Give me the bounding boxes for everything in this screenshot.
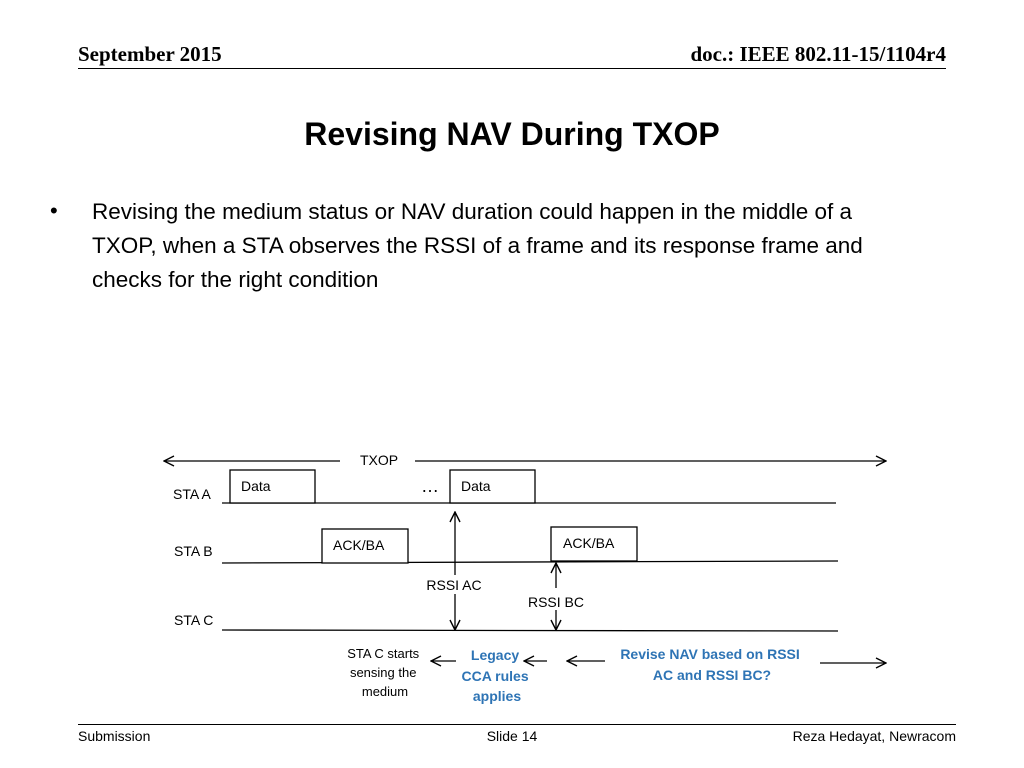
ellipsis: … bbox=[421, 476, 439, 496]
header-date: September 2015 bbox=[78, 42, 222, 66]
sta-b-timeline bbox=[221, 560, 839, 564]
sta-a-label: STA A bbox=[173, 486, 212, 502]
sensing-note-line-3: medium bbox=[362, 684, 408, 699]
sensing-note-line-1: STA C starts bbox=[347, 646, 419, 661]
header-divider bbox=[78, 68, 946, 69]
rssi-ac-label: RSSI AC bbox=[426, 577, 481, 593]
frame-ack-2 bbox=[550, 526, 638, 562]
legacy-note-line-2: CCA rules bbox=[461, 668, 528, 684]
frame-ack-2-label: ACK/BA bbox=[563, 535, 615, 551]
bullet-marker: • bbox=[50, 198, 58, 223]
slide-title: Revising NAV During TXOP bbox=[304, 116, 720, 152]
revise-note-line-2: AC and RSSI BC? bbox=[653, 667, 771, 683]
sensing-note: STA C starts sensing the medium bbox=[347, 646, 423, 699]
frame-ack-1 bbox=[321, 528, 409, 564]
txop-label: TXOP bbox=[360, 452, 398, 468]
bullet-text: Revising the medium status or NAV durati… bbox=[92, 199, 863, 292]
frame-data-2 bbox=[449, 469, 536, 504]
legacy-note-line-1: Legacy bbox=[471, 647, 519, 663]
sensing-note-line-2: sensing the bbox=[350, 665, 417, 680]
footer-slide-number: Slide 14 bbox=[486, 728, 538, 744]
footer-author: Reza Hedayat, Newracom bbox=[792, 728, 956, 744]
frame-data-2-label: Data bbox=[461, 478, 491, 494]
frame-data-1 bbox=[229, 469, 316, 504]
frame-ack-1-label: ACK/BA bbox=[333, 537, 385, 553]
footer-divider bbox=[78, 724, 956, 725]
legacy-note-line-3: applies bbox=[473, 688, 521, 704]
sta-c-label: STA C bbox=[174, 612, 213, 628]
revise-note: Revise NAV based on RSSI AC and RSSI BC? bbox=[620, 646, 803, 683]
rssi-bc-label: RSSI BC bbox=[528, 594, 584, 610]
frame-data-1-label: Data bbox=[241, 478, 271, 494]
revise-note-line-1: Revise NAV based on RSSI bbox=[620, 646, 799, 662]
legacy-note: Legacy CCA rules applies bbox=[461, 647, 532, 704]
header-doc-id: doc.: IEEE 802.11-15/1104r4 bbox=[690, 42, 946, 66]
sta-b-label: STA B bbox=[174, 543, 213, 559]
sta-c-timeline bbox=[221, 629, 839, 632]
footer-submission: Submission bbox=[78, 728, 151, 744]
